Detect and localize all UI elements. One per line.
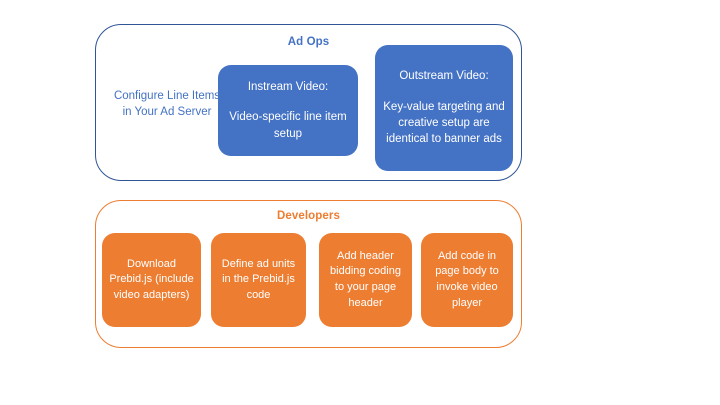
group-ad-ops: Ad Ops Configure Line Items in Your Ad S… (95, 24, 522, 181)
node-add-header-bidding-code: Add header bidding coding to your page h… (319, 233, 412, 327)
node-outstream-video-body: Key-value targeting and creative setup a… (383, 100, 505, 146)
node-outstream-video: Outstream Video: Key-value targeting and… (375, 45, 513, 171)
node-configure-line-items: Configure Line Items in Your Ad Server (110, 69, 224, 139)
node-instream-video-heading: Instream Video: (247, 81, 329, 93)
node-outstream-video-heading: Outstream Video: (399, 70, 489, 83)
node-add-page-body-code-body: Add code in page body to invoke video pl… (435, 249, 499, 309)
node-download-prebid: Download Prebid.js (include video adapte… (102, 233, 201, 327)
node-instream-video-body: Video-specific line item setup (229, 111, 347, 140)
node-define-ad-units: Define ad units in the Prebid.js code (211, 233, 306, 327)
node-define-ad-units-body: Define ad units in the Prebid.js code (221, 257, 296, 301)
node-add-header-bidding-code-body: Add header bidding coding to your page h… (330, 249, 401, 309)
group-title-ad-ops: Ad Ops (287, 36, 330, 48)
node-configure-line-items-label: Configure Line Items in Your Ad Server (113, 89, 221, 118)
node-download-prebid-body: Download Prebid.js (include video adapte… (109, 257, 194, 301)
group-developers: Developers Download Prebid.js (include v… (95, 200, 522, 348)
node-instream-video: Instream Video: Video-specific line item… (218, 65, 358, 156)
node-add-page-body-code: Add code in page body to invoke video pl… (421, 233, 513, 327)
group-title-developers: Developers (276, 210, 340, 222)
